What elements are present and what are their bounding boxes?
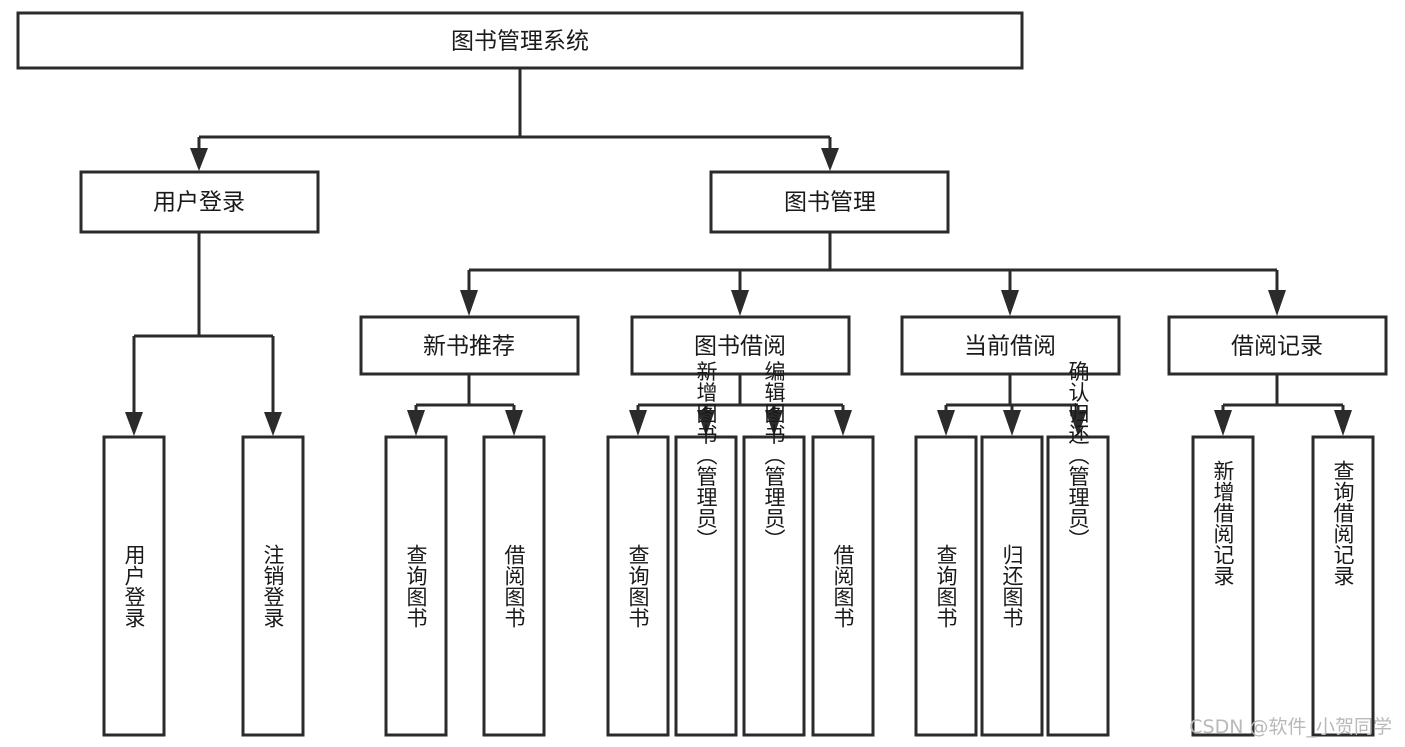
leaf-edit-book-box[interactable] bbox=[742, 435, 806, 737]
arrow-to-leaf-add-book-icon bbox=[697, 410, 715, 436]
leaf-query-book-2-label: 查询图书 bbox=[626, 544, 650, 628]
edges-borrow-record-to-leaves bbox=[1214, 374, 1352, 436]
leaf-user-login[interactable]: 用户登录 bbox=[102, 435, 166, 737]
node-book-borrow-label: 图书借阅 bbox=[694, 334, 786, 360]
leaf-add-record-label: 新增借阅记录 bbox=[1211, 460, 1235, 586]
leaf-borrow-book-1[interactable]: 借阅图书 bbox=[482, 435, 546, 737]
arrow-to-leaf-query-book-3-icon bbox=[937, 410, 955, 436]
leaf-add-book-label: 新增图书（管理员） bbox=[694, 361, 718, 550]
arrow-to-leaf-edit-book-icon bbox=[765, 410, 783, 436]
edges-current-borrow-to-leaves bbox=[937, 374, 1087, 436]
node-book-borrow[interactable]: 图书借阅 bbox=[630, 315, 851, 376]
node-user-login[interactable]: 用户登录 bbox=[79, 170, 320, 234]
leaf-query-book-1[interactable]: 查询图书 bbox=[384, 435, 448, 737]
leaf-user-login-label: 用户登录 bbox=[122, 544, 146, 628]
leaf-return-book-label: 归还图书 bbox=[1000, 544, 1024, 628]
leaf-edit-book-label: 编辑图书（管理员） bbox=[762, 361, 786, 550]
node-root-label: 图书管理系统 bbox=[451, 29, 589, 55]
node-borrow-record[interactable]: 借阅记录 bbox=[1167, 315, 1388, 376]
leaf-add-book-box[interactable] bbox=[674, 435, 738, 737]
arrow-to-leaf-query-record-icon bbox=[1334, 410, 1352, 436]
node-borrow-record-box[interactable] bbox=[1167, 315, 1388, 376]
leaf-logout-login[interactable]: 注销登录 bbox=[241, 435, 305, 737]
leaf-borrow-book-1-label: 借阅图书 bbox=[502, 544, 526, 628]
leaf-borrow-book-2[interactable]: 借阅图书 bbox=[811, 435, 875, 737]
arrow-to-leaf-return-book-icon bbox=[1003, 410, 1021, 436]
node-book-manage-box[interactable] bbox=[709, 170, 950, 234]
edges-user-login-to-leaves bbox=[125, 232, 282, 436]
arrow-to-leaf-add-record-icon bbox=[1214, 410, 1232, 436]
node-current-borrow[interactable]: 当前借阅 bbox=[900, 315, 1121, 376]
leaf-borrow-book-2-label: 借阅图书 bbox=[831, 544, 855, 628]
leaf-return-book-box[interactable] bbox=[980, 435, 1044, 737]
node-new-book-recommend[interactable]: 新书推荐 bbox=[359, 315, 580, 376]
arrow-to-book-manage-icon bbox=[821, 148, 839, 171]
leaf-add-record-box[interactable] bbox=[1191, 435, 1255, 737]
arrow-to-new-book-recommend-icon bbox=[460, 290, 478, 316]
leaf-borrow-book-2-box[interactable] bbox=[811, 435, 875, 737]
arrow-to-book-borrow-icon bbox=[731, 290, 749, 316]
node-current-borrow-box[interactable] bbox=[900, 315, 1121, 376]
arrow-to-borrow-record-icon bbox=[1268, 290, 1286, 316]
arrow-to-current-borrow-icon bbox=[1001, 290, 1019, 316]
arrow-to-leaf-borrow-book-1-icon bbox=[505, 410, 523, 436]
node-new-book-recommend-label: 新书推荐 bbox=[423, 334, 515, 360]
leaf-add-book[interactable]: 新增图书（管理员） bbox=[674, 361, 738, 737]
leaf-logout-login-label: 注销登录 bbox=[261, 544, 285, 628]
leaf-query-book-2[interactable]: 查询图书 bbox=[606, 435, 670, 737]
leaf-return-book[interactable]: 归还图书 bbox=[980, 435, 1044, 737]
leaf-add-record[interactable]: 新增借阅记录 bbox=[1191, 435, 1255, 737]
leaf-logout-login-box[interactable] bbox=[241, 435, 305, 737]
arrow-to-leaf-query-book-2-icon bbox=[629, 410, 647, 436]
leaf-query-book-2-box[interactable] bbox=[606, 435, 670, 737]
leaf-query-record[interactable]: 查询借阅记录 bbox=[1311, 435, 1375, 737]
edges-book-manage-to-level3 bbox=[460, 232, 1286, 316]
leaf-edit-book[interactable]: 编辑图书（管理员） bbox=[742, 361, 806, 737]
arrow-to-leaf-confirm-return-icon bbox=[1069, 410, 1087, 436]
watermark-text: CSDN @软件_小贺同学 bbox=[1189, 716, 1392, 738]
node-book-borrow-box[interactable] bbox=[630, 315, 851, 376]
leaf-confirm-return[interactable]: 确认归还（管理员） bbox=[1046, 361, 1110, 737]
arrow-to-leaf-logout-login-icon bbox=[264, 412, 282, 436]
node-root-box[interactable] bbox=[16, 11, 1024, 70]
edges-new-book-recommend-to-leaves bbox=[407, 374, 523, 436]
leaf-confirm-return-label: 确认归还（管理员） bbox=[1066, 361, 1090, 550]
arrow-to-user-login-icon bbox=[190, 148, 208, 171]
node-new-book-recommend-box[interactable] bbox=[359, 315, 580, 376]
node-borrow-record-label: 借阅记录 bbox=[1231, 334, 1323, 360]
leaf-query-book-1-box[interactable] bbox=[384, 435, 448, 737]
arrow-to-leaf-query-book-1-icon bbox=[407, 410, 425, 436]
edges-book-borrow-to-leaves bbox=[629, 374, 852, 436]
node-book-manage[interactable]: 图书管理 bbox=[709, 170, 950, 234]
leaf-query-book-3[interactable]: 查询图书 bbox=[914, 435, 978, 737]
node-book-manage-label: 图书管理 bbox=[784, 190, 876, 216]
leaf-query-book-3-box[interactable] bbox=[914, 435, 978, 737]
leaf-query-record-label: 查询借阅记录 bbox=[1331, 460, 1355, 586]
leaf-user-login-box[interactable] bbox=[102, 435, 166, 737]
arrow-to-leaf-borrow-book-2-icon bbox=[834, 410, 852, 436]
leaf-query-record-box[interactable] bbox=[1311, 435, 1375, 737]
node-current-borrow-label: 当前借阅 bbox=[964, 334, 1056, 360]
leaf-borrow-book-1-box[interactable] bbox=[482, 435, 546, 737]
node-user-login-label: 用户登录 bbox=[153, 190, 245, 216]
leaf-query-book-3-label: 查询图书 bbox=[934, 544, 958, 628]
node-root[interactable]: 图书管理系统 bbox=[16, 11, 1024, 70]
leaf-query-book-1-label: 查询图书 bbox=[404, 544, 428, 628]
arrow-to-leaf-user-login-icon bbox=[125, 412, 143, 436]
leaf-confirm-return-box[interactable] bbox=[1046, 435, 1110, 737]
edges-root-to-level2 bbox=[190, 68, 839, 171]
